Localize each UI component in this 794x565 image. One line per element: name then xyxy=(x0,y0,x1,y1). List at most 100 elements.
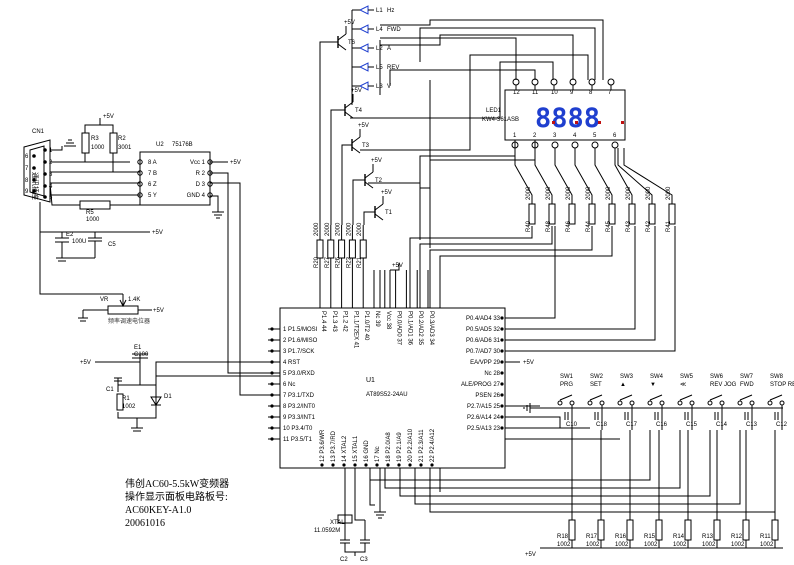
switch-contact xyxy=(599,400,605,406)
led-bottom-pin-label: 5 xyxy=(593,133,597,139)
switch-cap-label: C14 xyxy=(716,422,728,428)
cn1-pin xyxy=(43,184,47,188)
transistor-collector xyxy=(344,101,354,109)
switch-cap-label: C10 xyxy=(566,422,578,428)
svg-text:+5V: +5V xyxy=(152,230,163,236)
switch-ref: SW6 xyxy=(710,374,724,380)
led-name: A xyxy=(387,46,391,52)
u1-left-pin-label: 11 P3.5/T1 xyxy=(283,437,313,443)
resistor-value: 1002 xyxy=(731,542,745,548)
transistor-ref: T6 xyxy=(348,40,356,46)
resistor-ref: R20 xyxy=(314,256,320,268)
led-top-pin xyxy=(607,78,615,86)
svg-text:75176B: 75176B xyxy=(172,142,193,148)
resistor-ref: R11 xyxy=(760,534,771,540)
cn1-pin xyxy=(43,160,47,164)
svg-text:+5V: +5V xyxy=(230,160,241,166)
u2-right-pin-label: R 2 xyxy=(196,171,206,177)
transistor-emitter xyxy=(344,111,354,119)
u2-right-pin-label: Vcc 1 xyxy=(190,160,206,166)
resistor-value: 1002 xyxy=(644,542,658,548)
transistor-ref: T3 xyxy=(362,143,370,149)
u1-right-pin-dot xyxy=(500,371,504,375)
switch-cap-label: C18 xyxy=(596,422,608,428)
resistor-value: 2000 xyxy=(626,186,632,200)
switch-lever xyxy=(589,394,603,401)
title-line-1: 伟创AC60-5.5kW变频器 xyxy=(125,477,229,490)
svg-text:频率调速电位器: 频率调速电位器 xyxy=(108,317,150,325)
switch-contact xyxy=(749,400,755,406)
base-wire xyxy=(330,109,345,225)
resistor-body xyxy=(597,519,605,541)
u2-left-pin xyxy=(137,181,143,187)
u1-bottom-pin-label: 16 GND xyxy=(364,440,370,462)
led-top-pin-label: 7 xyxy=(608,90,612,96)
led-top-pin-label: 11 xyxy=(532,90,539,96)
resistor-ref: R46 xyxy=(566,220,572,232)
resistor-value: 2000 xyxy=(526,186,532,200)
switch-name: REV JOG xyxy=(710,382,737,388)
segment-wire xyxy=(623,148,673,204)
switch-lever xyxy=(679,394,693,401)
u1-top-pin-label: Vcc 38 xyxy=(385,311,391,330)
resistor-body xyxy=(327,239,335,259)
cn1-pin-label: 1 xyxy=(49,148,53,154)
cn1-pin-label: 7 xyxy=(25,166,29,172)
resistor-value: 1002 xyxy=(615,542,629,548)
switch-ref: SW7 xyxy=(740,374,754,380)
svg-text:+5V: +5V xyxy=(525,552,536,558)
cn1-pin xyxy=(32,189,36,193)
u1-part: AT89S52-24AU xyxy=(366,392,408,398)
transistor-emitter xyxy=(337,43,347,51)
transistor-vcc-label: +5V xyxy=(351,88,362,94)
u1-top-pin-label: P1.3 43 xyxy=(331,311,337,332)
u1-right-pin-dot xyxy=(500,349,504,353)
svg-text:KW4-361ASB: KW4-361ASB xyxy=(482,117,519,123)
cn1-pin-label: 6 xyxy=(25,154,29,160)
u1-left-pin-label: 7 P3.1/TXD xyxy=(283,393,315,399)
resistor-ref: R23 xyxy=(346,256,352,268)
decimal-point xyxy=(621,121,624,124)
u1-bottom-pin-label: 22 P2.4/A12 xyxy=(430,428,436,462)
led-top-pin xyxy=(588,78,596,86)
switch-cap-label: C15 xyxy=(686,422,698,428)
u1-left-pin-dot xyxy=(270,327,274,331)
u1-right-pin-dot xyxy=(500,316,504,320)
svg-text:R3: R3 xyxy=(91,136,99,142)
u1-left-pin-dot xyxy=(270,437,274,441)
svg-text:3001: 3001 xyxy=(118,145,132,151)
transistor-collector xyxy=(364,171,374,179)
u1-top-pin-label: P1.1/T2EX 41 xyxy=(352,311,358,349)
resistor-body xyxy=(359,239,367,259)
u1-left-pin-label: 1 P1.5/MOSI xyxy=(283,327,318,333)
key-switches: SW1PRGC10SW2SETC18SW3▲C17SW4▼C16SW5≪C15S… xyxy=(557,374,794,430)
transistor-emitter xyxy=(374,213,384,221)
resistor-ref: R21 xyxy=(357,256,363,268)
resistor-body xyxy=(771,519,779,541)
cn1-pin-label: 8 xyxy=(25,178,29,184)
resistor-ref: R42 xyxy=(646,220,652,232)
base-wire xyxy=(319,41,338,225)
resistor-ref: R13 xyxy=(702,534,714,540)
u1-right-pin-dot xyxy=(500,426,504,430)
resistor-body xyxy=(655,519,663,541)
u2-left-pin-label: 5 Y xyxy=(148,193,157,199)
switch-ref: SW8 xyxy=(770,374,784,380)
resistor-ref: R40 xyxy=(526,220,532,232)
cn1-pin-label: 3 xyxy=(49,172,53,178)
led-bottom-pin-label: 3 xyxy=(553,133,557,139)
u1-top-pin-label: P1.0/T2 40 xyxy=(363,311,369,341)
u1-bottom-pin-label: 21 P2.3/A11 xyxy=(419,429,425,462)
u1-right-pin-dot xyxy=(500,415,504,419)
led-top-pin-label: 8 xyxy=(589,90,593,96)
u1-right-pin-label: P2.5/A13 23 xyxy=(467,426,501,432)
svg-text:1000: 1000 xyxy=(91,145,105,151)
resistor-value: 1002 xyxy=(557,542,571,548)
u1-bottom-pin-label: 17 Nc xyxy=(375,446,381,462)
transistor-collector xyxy=(337,33,347,41)
u1-mcu: U1 AT89S52-24AU xyxy=(279,307,506,469)
svg-text:R1: R1 xyxy=(122,396,130,402)
segment-wire xyxy=(594,148,613,204)
